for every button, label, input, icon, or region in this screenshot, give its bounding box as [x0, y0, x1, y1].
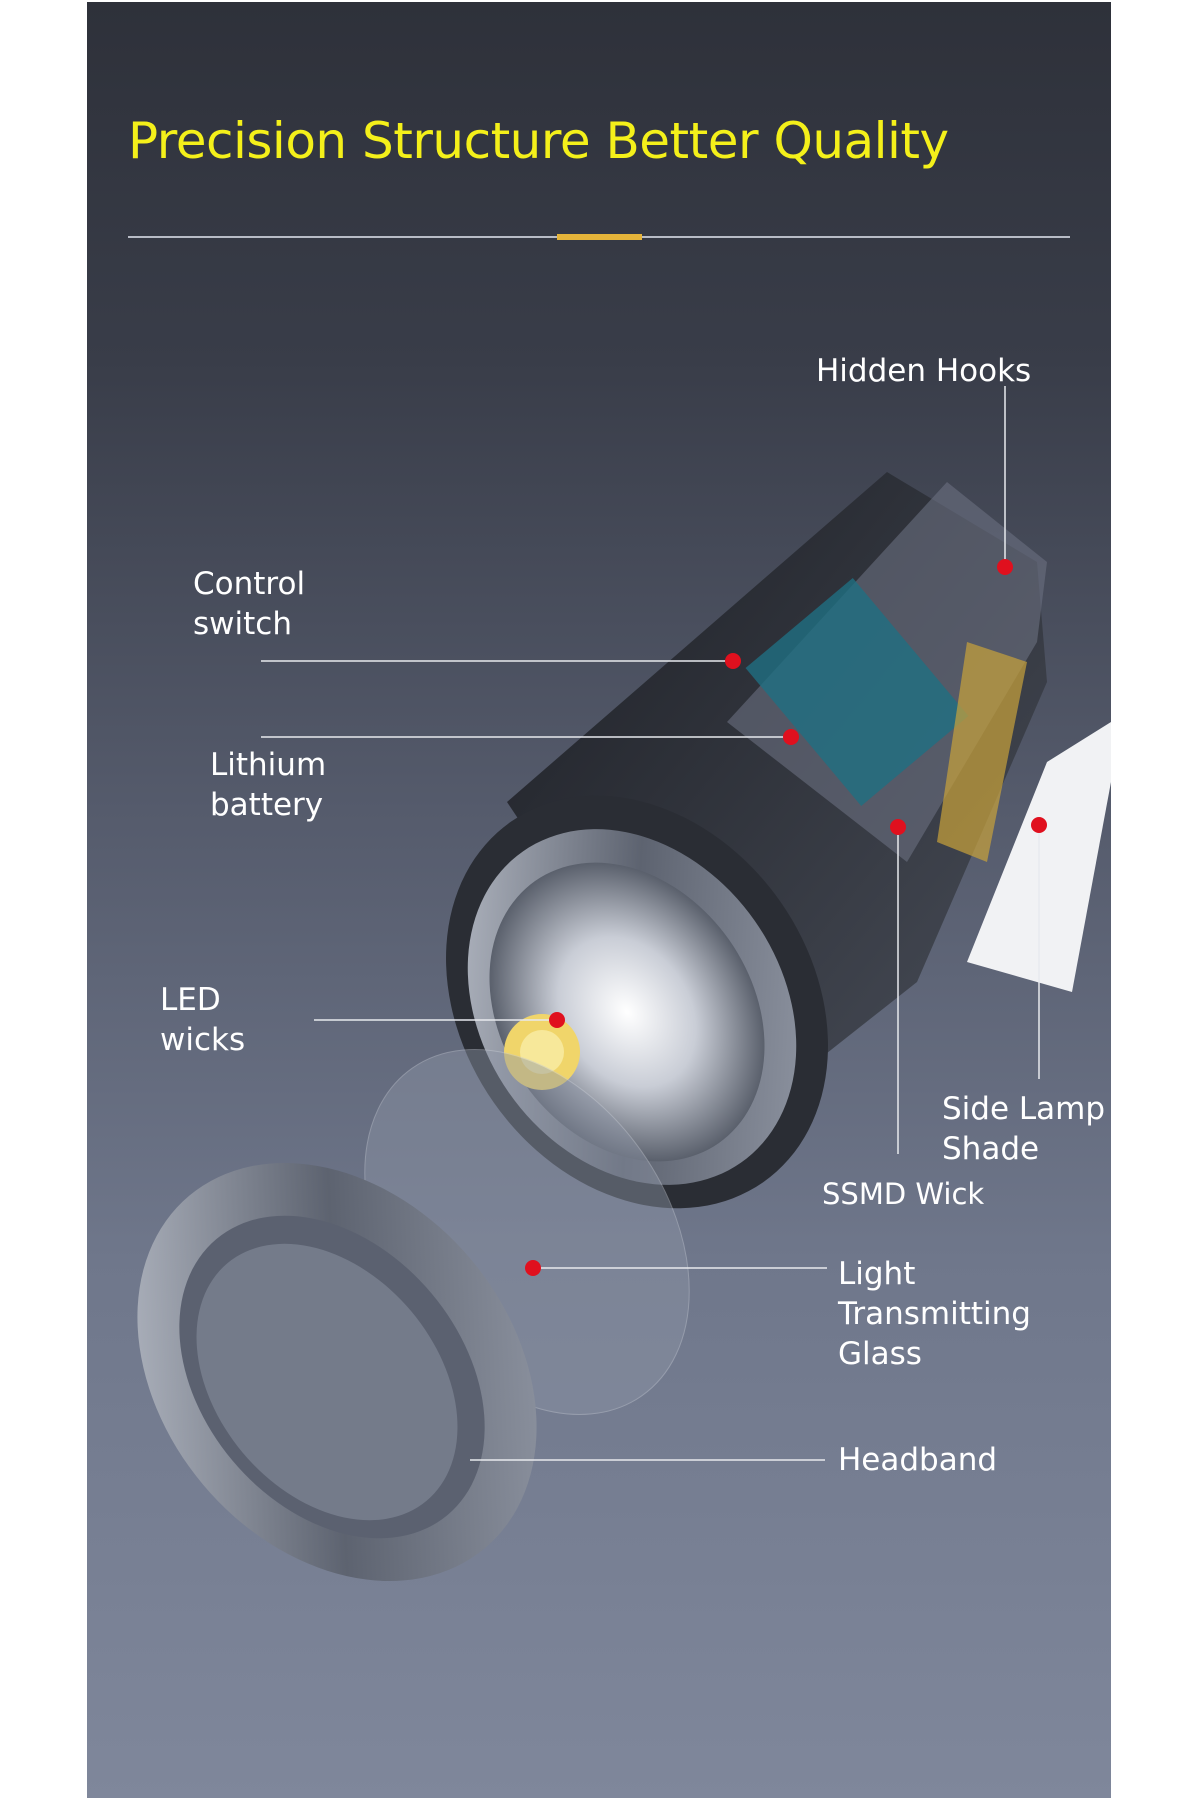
marker-dots [525, 559, 1047, 1276]
marker-dot-ssmd-wick [890, 819, 906, 835]
label-line: Light [838, 1256, 916, 1292]
label-side-lamp-shade: Side Lamp Shade [942, 1089, 1105, 1169]
label-line: LED [160, 982, 221, 1018]
label-line: Transmitting [838, 1296, 1031, 1332]
marker-dot-control-switch [725, 653, 741, 669]
title-divider-accent [557, 234, 642, 240]
label-control-switch: Control switch [193, 564, 305, 644]
label-led-wicks: LED wicks [160, 980, 245, 1060]
marker-dot-side-lamp-shade [1031, 817, 1047, 833]
label-line: Side Lamp [942, 1091, 1106, 1127]
leader-lines [261, 386, 1040, 1461]
flashlight-exploded-illustration [137, 386, 1111, 1582]
marker-dot-led-wicks [549, 1012, 565, 1028]
label-light-transmitting-glass: Light Transmitting Glass [838, 1254, 1031, 1374]
label-hidden-hooks: Hidden Hooks [816, 353, 1032, 389]
headband-ring [137, 1162, 537, 1582]
label-line: wicks [160, 1022, 246, 1058]
label-lithium-battery: Lithium battery [210, 745, 326, 825]
marker-dot-hidden-hooks [997, 559, 1013, 575]
marker-dot-glass [525, 1260, 541, 1276]
label-line: Shade [942, 1131, 1040, 1167]
marker-dot-lithium-battery [783, 729, 799, 745]
label-ssmd-wick: SSMD Wick [822, 1177, 985, 1211]
label-headband: Headband [838, 1442, 998, 1478]
flashlight-body [446, 472, 1047, 1209]
label-line: Lithium [210, 747, 327, 783]
label-line: battery [210, 787, 324, 823]
label-line: Control [193, 566, 306, 602]
product-feature-panel: Precision Structure Better Quality Hidde… [87, 2, 1111, 1798]
label-line: Glass [838, 1336, 922, 1372]
page-title: Precision Structure Better Quality [128, 112, 949, 170]
label-line: switch [193, 606, 292, 642]
